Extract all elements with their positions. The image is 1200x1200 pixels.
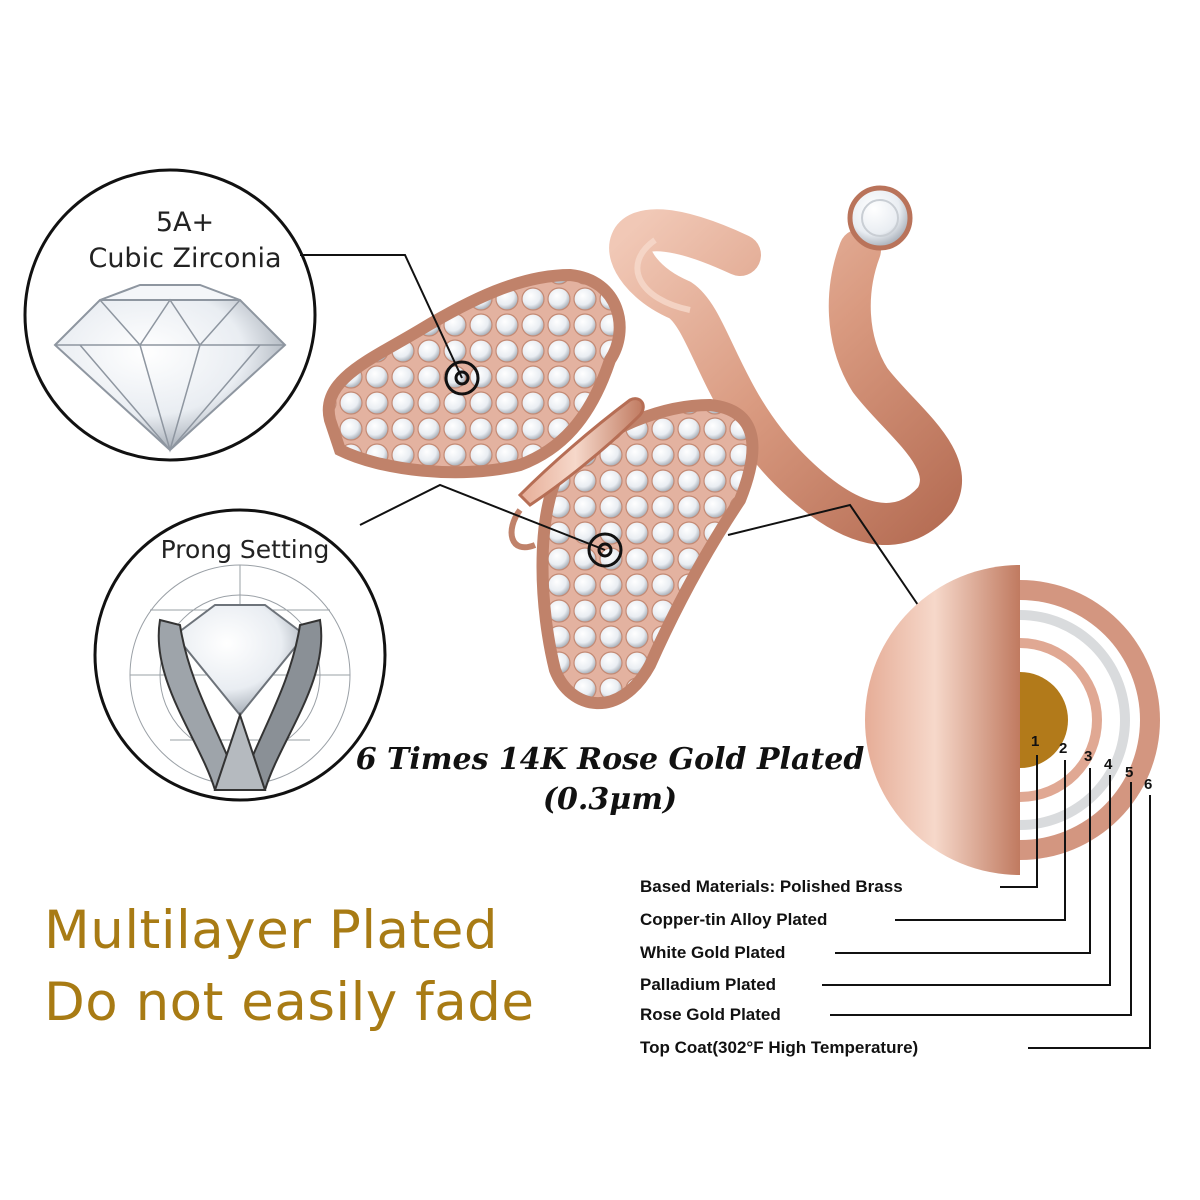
solitaire-stone [847,185,913,251]
layer-number-1: 1 [1031,733,1040,750]
cubic-zirconia-callout [23,168,317,462]
layer-label-3: White Gold Plated [640,943,786,962]
layer-number-3: 3 [1084,748,1093,765]
plating-thickness: (0.3μm) [542,782,678,817]
layer-number-5: 5 [1125,764,1134,781]
plating-cross-section [865,565,1160,875]
layer-number-6: 6 [1144,776,1153,793]
layer-leader-lines [822,755,1151,1049]
layer-number-2: 2 [1059,740,1068,757]
slogan-line-1: Multilayer Plated [44,900,499,961]
layer-label-5: Rose Gold Plated [640,1005,781,1024]
slogan-line-2: Do not easily fade [44,972,535,1033]
layer-label-4: Palladium Plated [640,975,777,994]
butterfly-ring [322,185,962,710]
prong-setting-label: Prong Setting [160,535,330,564]
slogan: Multilayer Plated Do not easily fade [44,895,604,1039]
cz-name: Cubic Zirconia [88,243,282,274]
plating-heading: 6 Times 14K Rose Gold Plated [355,742,865,777]
diamond-icon [53,284,287,453]
prong-setting-callout [93,508,387,802]
plating-title: 6 Times 14K Rose Gold Plated (0.3μm) [330,740,890,820]
cubic-zirconia-label: 5A+ Cubic Zirconia [60,205,310,277]
callout-lines [300,254,919,606]
layer-label-2: Copper-tin Alloy Plated [640,910,828,929]
layer-label-6: Top Coat(302°F High Temperature) [640,1038,919,1057]
cz-grade: 5A+ [155,207,215,238]
prong-setting-icon [157,604,323,791]
layer-label-1: Based Materials: Polished Brass [640,877,903,896]
layer-number-4: 4 [1104,756,1113,773]
